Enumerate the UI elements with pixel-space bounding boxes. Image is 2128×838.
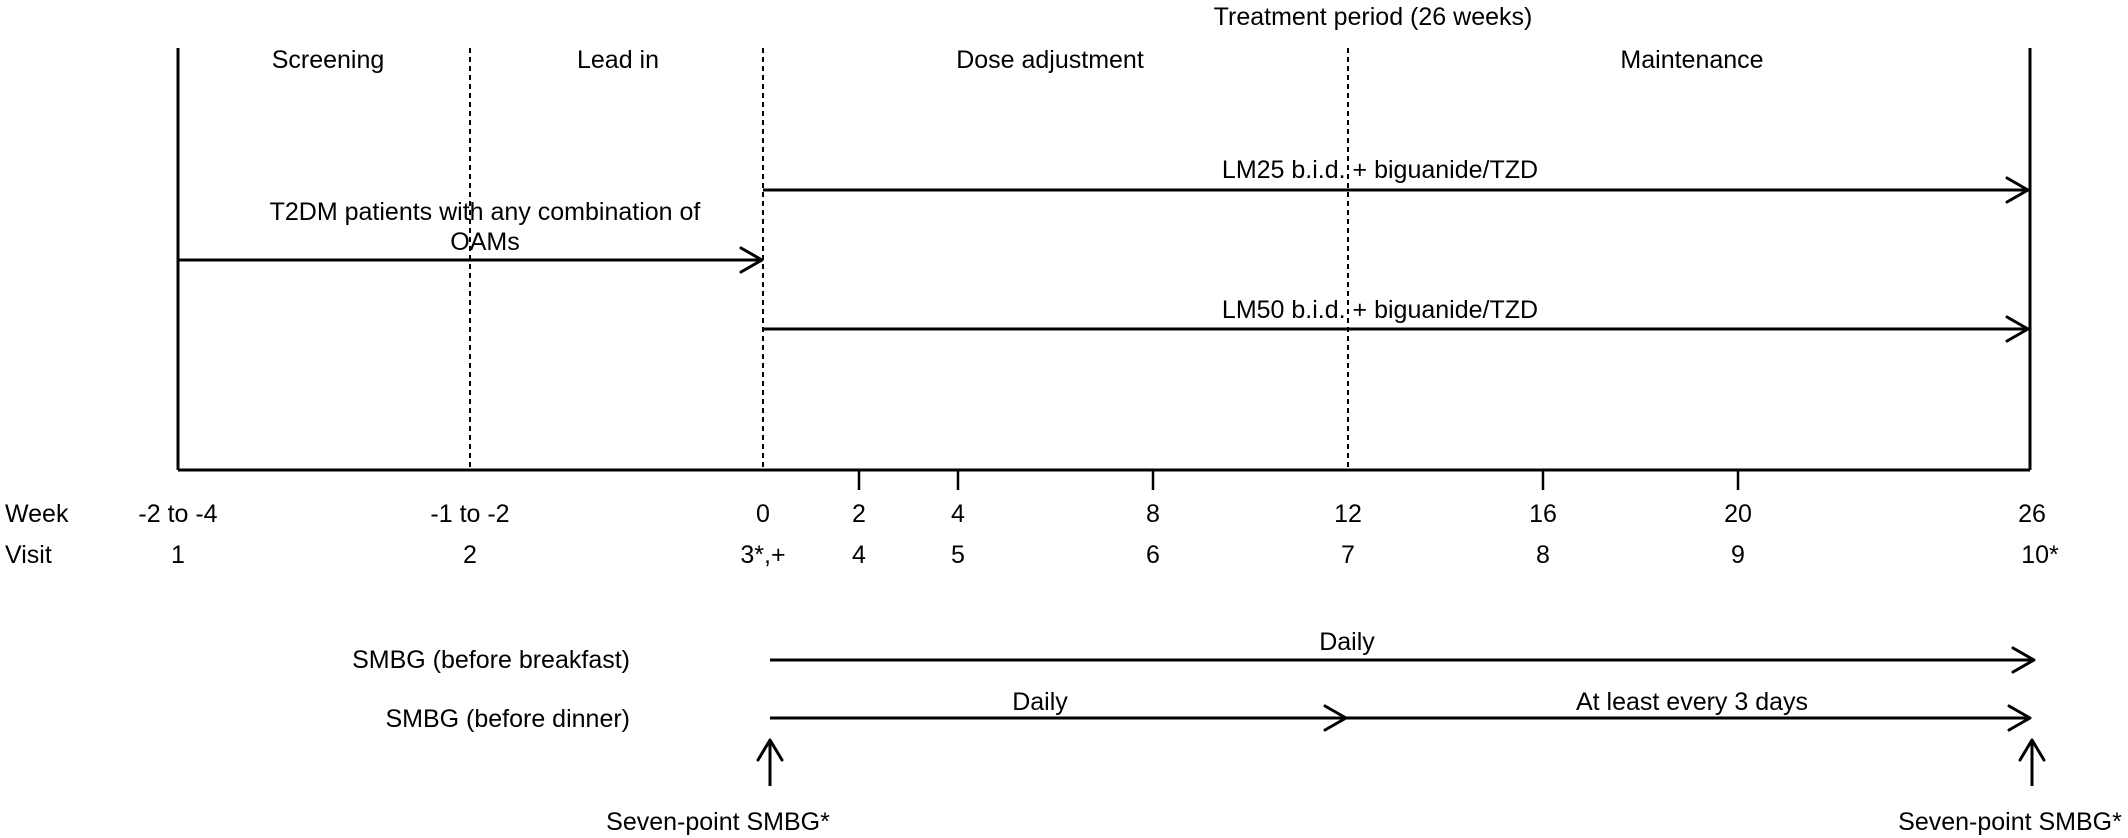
week-value: -2 to -4 [138,500,217,528]
smbg-dinner-frequency-daily: Daily [1012,688,1068,716]
lm25-arm-arrowhead [2005,176,2030,204]
lm25-arm-label: LM25 b.i.d. + biguanide/TZD [1222,156,1538,184]
lm50-arm-arrowhead [2005,315,2030,343]
seven-point-smbg-arrowhead-end [2018,738,2046,762]
week-value: 0 [756,500,770,528]
phase-dose-adjustment-label: Dose adjustment [956,46,1144,74]
phase-maintenance-label: Maintenance [1620,46,1763,74]
week-value: 4 [951,500,965,528]
week-value: 2 [852,500,866,528]
seven-point-smbg-label-end: Seven-point SMBG* [1898,808,2122,836]
week-value: 16 [1529,500,1557,528]
smbg-dinner-frequency-every-3-days: At least every 3 days [1576,688,1808,716]
visit-value: 10* [2021,541,2059,569]
oam-arm-label-line1: T2DM patients with any combination of [270,198,701,226]
week-value: -1 to -2 [430,500,509,528]
week-value: 20 [1724,500,1752,528]
visit-value: 9 [1731,541,1745,569]
week-values: -2 to -4 -1 to -2 0 2 4 8 12 16 20 26 [138,500,2046,528]
visit-value: 4 [852,541,866,569]
smbg-dinner-arrowhead-every-3-days [2007,704,2032,732]
visit-value: 6 [1146,541,1160,569]
smbg-breakfast-arrowhead [2011,646,2036,674]
smbg-breakfast-label: SMBG (before breakfast) [352,646,630,674]
visit-values: 1 2 3*,+ 4 5 6 7 8 9 10* [171,541,2059,569]
timeline-ticks [857,470,1740,490]
visit-value: 3*,+ [740,541,785,569]
oam-arm-arrowhead [739,246,764,274]
oam-arm-label-line2: OAMs [450,228,519,256]
treatment-period-label: Treatment period (26 weeks) [1214,3,1533,31]
week-value: 12 [1334,500,1362,528]
lm50-arm-label: LM50 b.i.d. + biguanide/TZD [1222,296,1538,324]
smbg-breakfast-frequency: Daily [1319,628,1375,656]
seven-point-smbg-arrowhead-start [756,738,784,762]
visit-value: 2 [463,541,477,569]
visit-value: 8 [1536,541,1550,569]
visit-value: 1 [171,541,185,569]
smbg-dinner-label: SMBG (before dinner) [385,705,630,733]
week-value: 8 [1146,500,1160,528]
phase-lead-in-label: Lead in [577,46,659,74]
phase-screening-label: Screening [272,46,385,74]
seven-point-smbg-label-start: Seven-point SMBG* [606,808,830,836]
week-value: 26 [2018,500,2046,528]
week-row-label: Week [5,500,69,528]
visit-value: 7 [1341,541,1355,569]
visit-row-label: Visit [5,541,52,569]
visit-value: 5 [951,541,965,569]
